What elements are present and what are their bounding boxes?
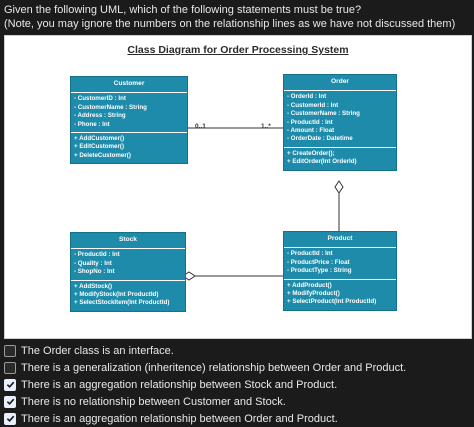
class-methods: + AddStock() + ModifyStock(Int ProductId… xyxy=(71,281,185,311)
class-attributes: - ProductId : Int - ProductPrice : Float… xyxy=(284,248,396,280)
question-note: (Note, you may ignore the numbers on the… xyxy=(4,18,456,30)
stock-aggregation-diamond-icon xyxy=(182,271,196,281)
method: + AddStock() xyxy=(74,282,113,290)
class-attributes: - CustomerID : Int - CustomerName : Stri… xyxy=(71,93,187,134)
order-class: Order - OrderId : Int - CustomerId : Int… xyxy=(283,74,397,171)
multiplicity-customer: 0..1 xyxy=(195,123,206,130)
option-label: There is no relationship between Custome… xyxy=(21,395,286,408)
attribute: - Address : String xyxy=(74,112,126,120)
attribute: - CustomerName : String xyxy=(287,110,360,118)
method: + AddCustomer() xyxy=(74,135,125,143)
method: + CreateOrder(); xyxy=(287,149,335,157)
method: + AddProduct() xyxy=(287,281,332,289)
option-label: There is an aggregation relationship bet… xyxy=(21,412,338,425)
attribute: - ProductType : String xyxy=(287,267,352,275)
method: + ModifyProduct() xyxy=(287,290,340,298)
attribute: - ProductId : Int xyxy=(287,250,333,258)
product-class: Product - ProductId : Int - ProductPrice… xyxy=(283,231,397,311)
method: + EditOrder(Int OrderId) xyxy=(287,158,357,166)
attribute: - OrderId : Int xyxy=(287,93,327,101)
method: + SelectStockItem(Int ProductId) xyxy=(74,299,170,307)
checkmark-icon xyxy=(6,415,14,423)
order-aggregation-diamond-icon xyxy=(334,180,344,194)
checkbox[interactable] xyxy=(4,361,16,374)
option-no-relationship-customer-stock[interactable]: There is no relationship between Custome… xyxy=(4,393,470,410)
question-text: Given the following UML, which of the fo… xyxy=(4,3,470,31)
attribute: - Phone : Int xyxy=(74,120,110,128)
option-label: There is an aggregation relationship bet… xyxy=(21,378,338,391)
attribute: - OrderDate : Datetime xyxy=(287,135,353,143)
method: + SelectProduct(Int ProductId) xyxy=(287,298,377,306)
attribute: - ProductPrice : Float xyxy=(287,258,350,266)
attribute: - CustomerId : Int xyxy=(287,101,339,109)
stock-class: Stock - ProductId : Int - Quality : Int … xyxy=(70,232,186,312)
relationship-lines xyxy=(182,127,344,281)
customer-class: Customer - CustomerID : Int - CustomerNa… xyxy=(70,76,188,165)
option-label: The Order class is an interface. xyxy=(21,344,174,357)
class-name: Product xyxy=(284,232,396,249)
class-methods: + AddCustomer() + EditCustomer() + Delet… xyxy=(71,133,187,163)
class-methods: + CreateOrder(); + EditOrder(Int OrderId… xyxy=(284,148,396,170)
option-aggregation-stock-product[interactable]: There is an aggregation relationship bet… xyxy=(4,376,470,393)
class-methods: + AddProduct() + ModifyProduct() + Selec… xyxy=(284,280,396,310)
diagram-title: Class Diagram for Order Processing Syste… xyxy=(127,44,349,56)
class-attributes: - OrderId : Int - CustomerId : Int - Cus… xyxy=(284,91,396,148)
multiplicity-order: 1..* xyxy=(261,123,271,130)
checkmark-icon xyxy=(6,381,14,389)
class-name: Stock xyxy=(71,233,185,250)
attribute: - CustomerName : String xyxy=(74,103,147,111)
checkmark-icon xyxy=(6,398,14,406)
option-generalization-order-product[interactable]: There is a generalization (inheritence) … xyxy=(4,359,470,376)
answer-options: The Order class is an interface. There i… xyxy=(4,342,470,427)
method: + EditCustomer() xyxy=(74,143,125,151)
checkbox[interactable] xyxy=(4,344,16,357)
attribute: - ProductId : Int xyxy=(287,118,333,126)
attribute: - Amount : Float xyxy=(287,127,335,135)
attribute: - CustomerID : Int xyxy=(74,95,126,103)
attribute: - ProductId : Int xyxy=(74,251,120,259)
checkbox[interactable] xyxy=(4,378,16,391)
method: + DeleteCustomer() xyxy=(74,151,131,159)
class-attributes: - ProductId : Int - Quality : Int - Shop… xyxy=(71,249,185,281)
option-label: There is a generalization (inheritence) … xyxy=(21,361,407,374)
class-name: Order xyxy=(284,75,396,92)
question-line-1: Given the following UML, which of the fo… xyxy=(4,4,362,16)
checkbox[interactable] xyxy=(4,395,16,408)
attribute: - ShopNo : Int xyxy=(74,268,115,276)
method: + ModifyStock(Int ProductId) xyxy=(74,291,159,299)
uml-diagram: Class Diagram for Order Processing Syste… xyxy=(4,35,472,339)
option-order-interface[interactable]: The Order class is an interface. xyxy=(4,342,470,359)
option-aggregation-order-product[interactable]: There is an aggregation relationship bet… xyxy=(4,410,470,427)
attribute: - Quality : Int xyxy=(74,259,112,267)
class-name: Customer xyxy=(71,77,187,94)
checkbox[interactable] xyxy=(4,412,16,425)
